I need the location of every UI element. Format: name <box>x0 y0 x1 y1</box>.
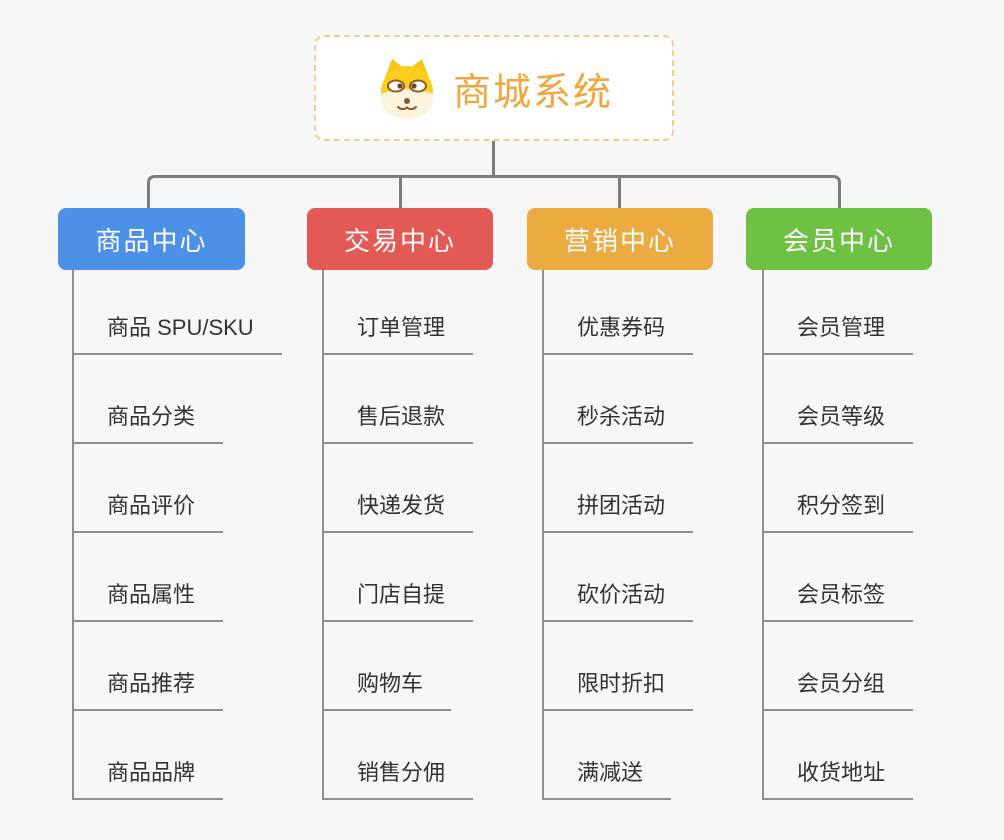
root-node[interactable]: 商城系统 <box>314 35 674 141</box>
branch-label: 会员中心 <box>782 225 895 256</box>
leaf-node[interactable]: 订单管理 <box>322 317 474 355</box>
root-title: 商城系统 <box>452 71 613 114</box>
leaf-node[interactable]: 收货地址 <box>762 762 914 800</box>
branch-line <box>72 270 74 800</box>
leaf-node[interactable]: 优惠券码 <box>542 317 694 355</box>
leaf-node[interactable]: 商品 SPU/SKU <box>72 317 282 355</box>
branch-node-member-center[interactable]: 会员中心 <box>746 208 932 270</box>
leaf-node[interactable]: 售后退款 <box>322 406 474 444</box>
leaf-node[interactable]: 拼团活动 <box>542 495 694 533</box>
leaf-node[interactable]: 商品品牌 <box>72 762 224 800</box>
leaf-node[interactable]: 销售分佣 <box>322 762 474 800</box>
leaf-node[interactable]: 商品分类 <box>72 406 224 444</box>
branch-line <box>322 270 324 800</box>
leaf-node[interactable]: 快递发货 <box>322 495 474 533</box>
leaf-node[interactable]: 满减送 <box>542 762 672 800</box>
leaf-node[interactable]: 门店自提 <box>322 584 474 622</box>
branch-node-goods-center[interactable]: 商品中心 <box>58 208 245 270</box>
connector-bus <box>147 175 841 208</box>
branch-node-marketing-center[interactable]: 营销中心 <box>527 208 713 270</box>
leaf-node[interactable]: 商品属性 <box>72 584 224 622</box>
leaf-node[interactable]: 积分签到 <box>762 495 914 533</box>
shiba-dog-icon <box>380 59 433 118</box>
leaf-node[interactable]: 购物车 <box>322 673 452 711</box>
leaf-node[interactable]: 商品评价 <box>72 495 224 533</box>
leaf-node[interactable]: 砍价活动 <box>542 584 694 622</box>
branch-label: 交易中心 <box>343 225 456 256</box>
leaf-node[interactable]: 会员分组 <box>762 673 914 711</box>
branch-node-trade-center[interactable]: 交易中心 <box>307 208 493 270</box>
branch-label: 营销中心 <box>563 225 676 256</box>
branch-line <box>762 270 764 800</box>
leaf-node[interactable]: 商品推荐 <box>72 673 224 711</box>
leaf-node[interactable]: 会员管理 <box>762 317 914 355</box>
branch-label: 商品中心 <box>95 225 208 256</box>
leaf-node[interactable]: 会员等级 <box>762 406 914 444</box>
leaf-node[interactable]: 秒杀活动 <box>542 406 694 444</box>
leaf-node[interactable]: 限时折扣 <box>542 673 694 711</box>
branch-line <box>542 270 544 800</box>
leaf-node[interactable]: 会员标签 <box>762 584 914 622</box>
